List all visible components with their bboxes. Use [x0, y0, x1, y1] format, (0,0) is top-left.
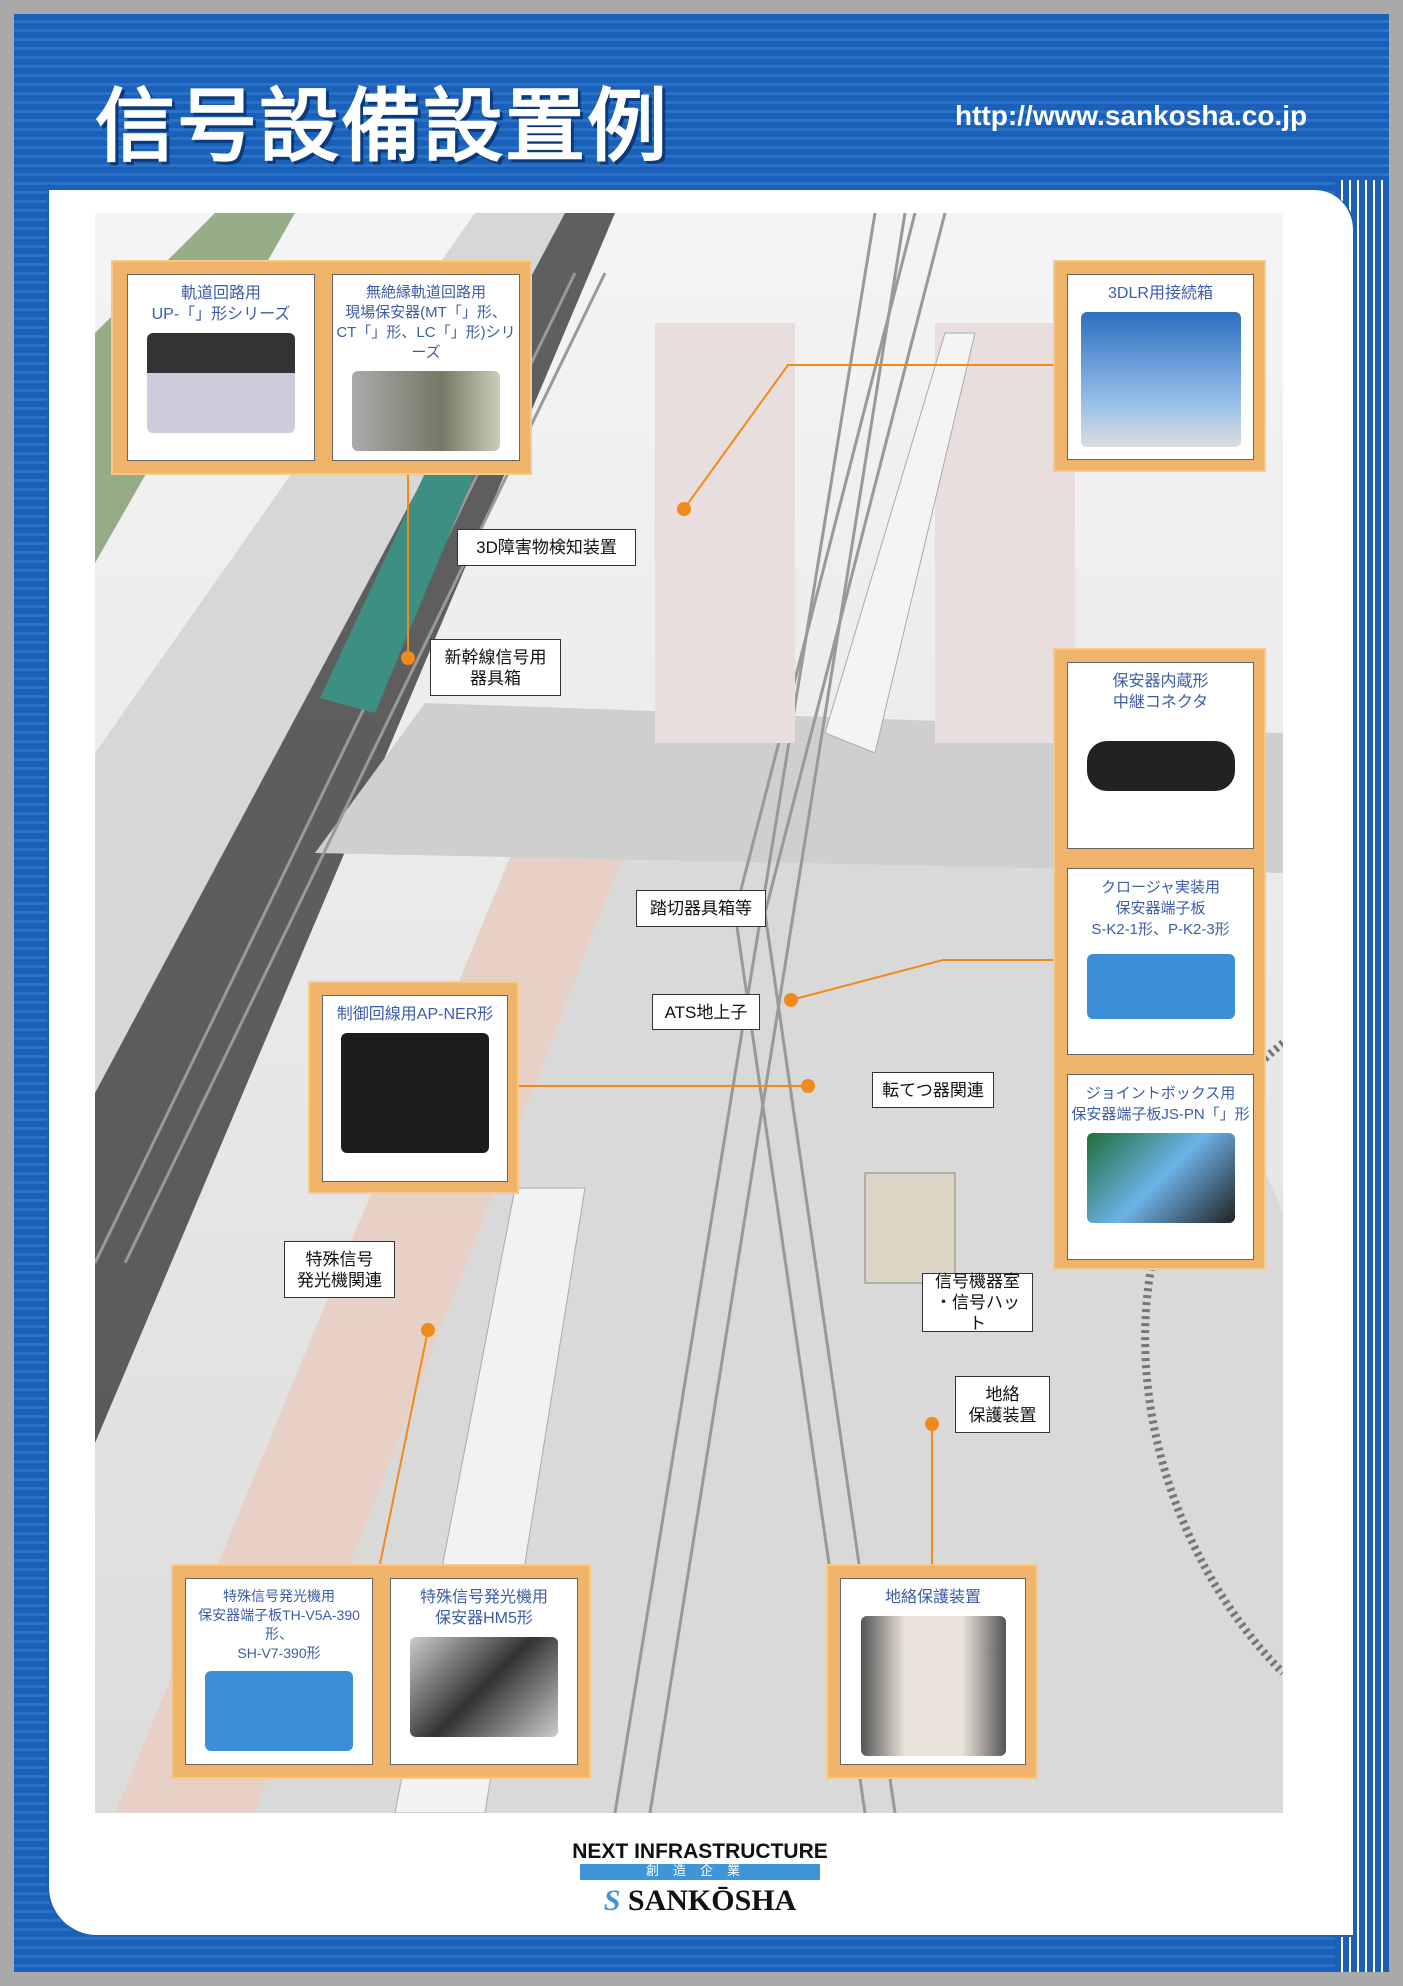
product-photo — [860, 1616, 1006, 1756]
product-card-mt[interactable]: 無絶縁軌道回路用 現場保安器(MT「」形、 CT「」形、LC「」形)シリーズ — [332, 274, 520, 461]
product-group-ground-fault: 地絡保護装置 — [826, 1564, 1038, 1779]
product-group-special-signal: 特殊信号発光機用 保安器端子板TH-V5A-390形、 SH-V7-390形 特… — [171, 1564, 591, 1779]
label-shinkansen-box: 新幹線信号用 器具箱 — [430, 639, 561, 696]
label-ats: ATS地上子 — [652, 994, 760, 1030]
tagline: NEXT INFRASTRUCTURE — [572, 1840, 828, 1863]
product-label: 3DLR用接続箱 — [1108, 285, 1213, 302]
product-card-up[interactable]: 軌道回路用 UP-「」形シリーズ — [127, 274, 315, 461]
product-label: クロージャ実装用 保安器端子板 S-K2-1形、P-K2-3形 — [1091, 879, 1230, 938]
product-label: ジョイントボックス用 保安器端子板JS-PN「」形 — [1071, 1085, 1250, 1123]
product-card-apner[interactable]: 制御回線用AP-NER形 — [322, 995, 508, 1182]
company-logo: NEXT INFRASTRUCTURE 創造企業 S SANKŌSHA — [560, 1840, 840, 1918]
product-label: 軌道回路用 UP-「」形シリーズ — [151, 285, 291, 323]
product-card-3dlr[interactable]: 3DLR用接続箱 — [1067, 274, 1254, 460]
brand-wordmark: S SANKŌSHA — [560, 1884, 840, 1918]
product-group-track-circuit: 軌道回路用 UP-「」形シリーズ 無絶縁軌道回路用 現場保安器(MT「」形、 C… — [111, 260, 532, 475]
tagline-jp: 創造企業 — [580, 1864, 820, 1880]
product-photo — [1086, 1133, 1235, 1223]
product-photo — [341, 1033, 489, 1153]
product-group-apner: 制御回線用AP-NER形 — [308, 981, 519, 1194]
page-title: 信号設備設置例 — [95, 80, 669, 173]
product-label: 地絡保護装置 — [884, 1589, 981, 1606]
label-obstacle-detector: 3D障害物検知装置 — [457, 529, 636, 566]
label-ground-fault: 地絡 保護装置 — [955, 1376, 1050, 1433]
product-card-closure[interactable]: クロージャ実装用 保安器端子板 S-K2-1形、P-K2-3形 — [1067, 868, 1254, 1055]
product-label: 制御回線用AP-NER形 — [336, 1006, 494, 1023]
product-card-th[interactable]: 特殊信号発光機用 保安器端子板TH-V5A-390形、 SH-V7-390形 — [185, 1578, 373, 1765]
product-photo — [204, 1671, 354, 1751]
product-card-joint[interactable]: ジョイントボックス用 保安器端子板JS-PN「」形 — [1067, 1074, 1254, 1260]
product-photo — [1086, 954, 1235, 1019]
label-switch: 転てつ器関連 — [872, 1072, 994, 1108]
scene-drawing — [95, 213, 1283, 1813]
product-label: 保安器内蔵形 中継コネクタ — [1112, 673, 1209, 711]
website-url[interactable]: http://www.sankosha.co.jp — [955, 100, 1308, 131]
brand-name: SANKŌSHA — [627, 1884, 797, 1917]
product-photo — [146, 333, 296, 433]
product-card-ground[interactable]: 地絡保護装置 — [840, 1578, 1026, 1765]
label-signal-room: 信号機器室 ・信号ハット — [922, 1272, 1033, 1333]
product-card-connector[interactable]: 保安器内蔵形 中継コネクタ — [1067, 662, 1254, 849]
product-card-hm5[interactable]: 特殊信号発光機用 保安器HM5形 — [390, 1578, 578, 1765]
brand-mark: S — [603, 1884, 621, 1917]
product-group-3dlr: 3DLR用接続箱 — [1053, 260, 1266, 472]
product-label: 特殊信号発光機用 保安器HM5形 — [419, 1589, 548, 1627]
product-label: 特殊信号発光機用 保安器端子板TH-V5A-390形、 SH-V7-390形 — [198, 1588, 360, 1661]
product-photo — [409, 1637, 559, 1737]
product-photo — [1080, 312, 1241, 447]
product-photo — [1086, 741, 1235, 791]
label-special-signal: 特殊信号 発光機関連 — [284, 1241, 395, 1298]
product-photo — [351, 371, 501, 451]
label-crossing-box: 踏切器具箱等 — [636, 890, 766, 927]
product-group-connectors: 保安器内蔵形 中継コネクタ クロージャ実装用 保安器端子板 S-K2-1形、P-… — [1053, 648, 1266, 1270]
product-label: 無絶縁軌道回路用 現場保安器(MT「」形、 CT「」形、LC「」形)シリーズ — [336, 284, 516, 361]
